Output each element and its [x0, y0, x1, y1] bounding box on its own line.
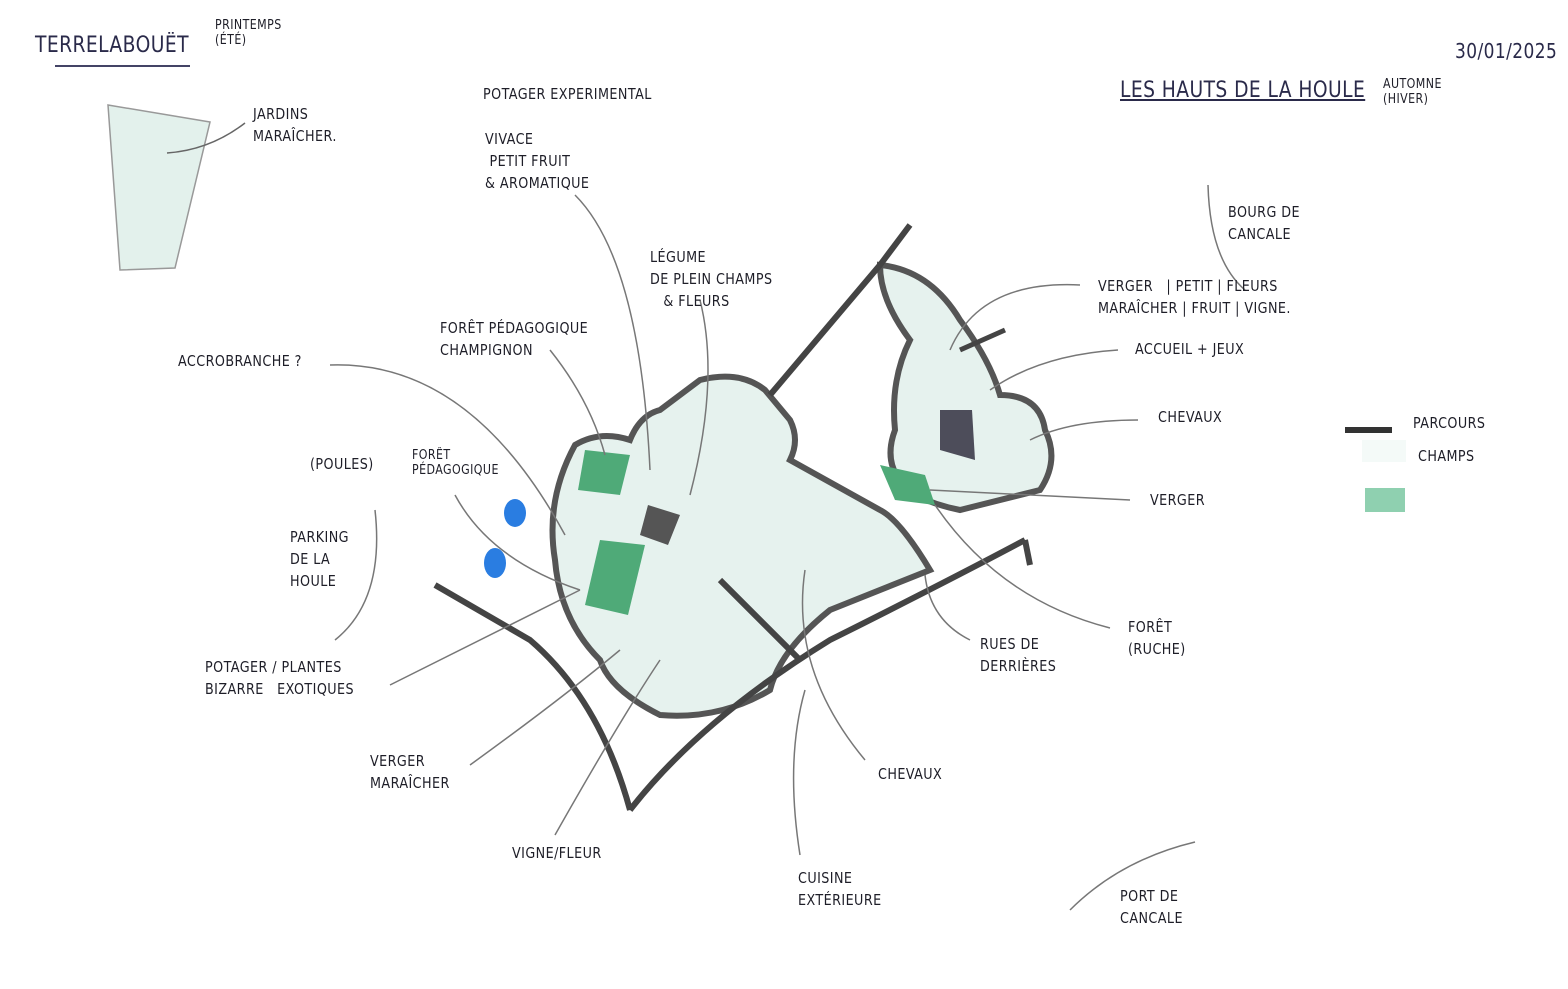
right-title: LES HAUTS DE LA HOULE — [1120, 78, 1366, 103]
label-jardins: JARDINS MARAÎCHER. — [253, 105, 337, 145]
leader-lines — [329, 184, 1246, 911]
label-vigne-fleur: VIGNE/FLEUR — [512, 844, 602, 862]
label-poules: (POULES) — [310, 455, 374, 473]
date: 30/01/2025 — [1455, 39, 1558, 63]
leader-jardins — [166, 122, 246, 154]
label-chevaux-bottom: CHEVAUX — [878, 765, 943, 783]
label-accueil: ACCUEIL + JEUX — [1135, 340, 1245, 358]
field-dark — [640, 505, 680, 545]
label-accrobranche: ACCROBRANCHE ? — [178, 352, 302, 370]
label-verger-maraicher: VERGER MARAÎCHER — [370, 752, 450, 792]
label-rues: RUES DE DERRIÈRES — [980, 635, 1057, 675]
label-cuisine: CUISINE EXTÉRIEURE — [798, 869, 882, 909]
field-green-1 — [578, 450, 630, 495]
label-bourg: BOURG DE CANCALE — [1228, 203, 1300, 243]
legend-champs-label: CHAMPS — [1418, 447, 1475, 465]
parcours-right — [958, 327, 1007, 353]
parcours-main — [433, 223, 1033, 812]
label-verger-right: VERGER — [1150, 491, 1205, 509]
label-port: PORT DE CANCALE — [1120, 887, 1183, 927]
label-foret-ruche: FORÊT (RUCHE) — [1128, 618, 1186, 658]
left-season: PRINTEMPS (ÉTÉ) — [215, 18, 282, 48]
label-chevaux-right: CHEVAUX — [1158, 408, 1223, 426]
blue-marker — [504, 499, 526, 527]
right-season: AUTOMNE (HIVER) — [1383, 77, 1442, 107]
left-title: TERRELABOUËT — [35, 33, 189, 58]
left-zone — [549, 373, 935, 719]
label-legume: LÉGUME DE PLEIN CHAMPS & FLEURS — [650, 248, 773, 310]
jardins-field — [107, 104, 211, 271]
label-vivace: VIVACE PETIT FRUIT & AROMATIQUE — [485, 130, 590, 192]
legend-champs-swatch — [1362, 440, 1406, 462]
legend-green-swatch — [1365, 488, 1405, 512]
label-foret-champignon: FORÊT PÉDAGOGIQUE CHAMPIGNON — [440, 319, 589, 359]
right-zone — [876, 261, 1055, 514]
label-potager-bizarre: POTAGER / PLANTES BIZARRE EXOTIQUES — [205, 658, 355, 698]
field-dark-right — [940, 410, 975, 460]
label-parking: PARKING DE LA HOULE — [290, 528, 349, 590]
field-green-2 — [585, 540, 645, 615]
label-foret-pedagogique: FORÊT PÉDAGOGIQUE — [412, 448, 499, 478]
blue-marker — [484, 548, 506, 578]
label-verger-top: VERGER | PETIT | FLEURS MARAÎCHER | FRUI… — [1098, 277, 1291, 317]
label-potager-experimental: POTAGER EXPERIMENTAL — [483, 85, 652, 103]
field-green-right — [880, 465, 935, 505]
legend-parcours-label: PARCOURS — [1413, 414, 1486, 432]
